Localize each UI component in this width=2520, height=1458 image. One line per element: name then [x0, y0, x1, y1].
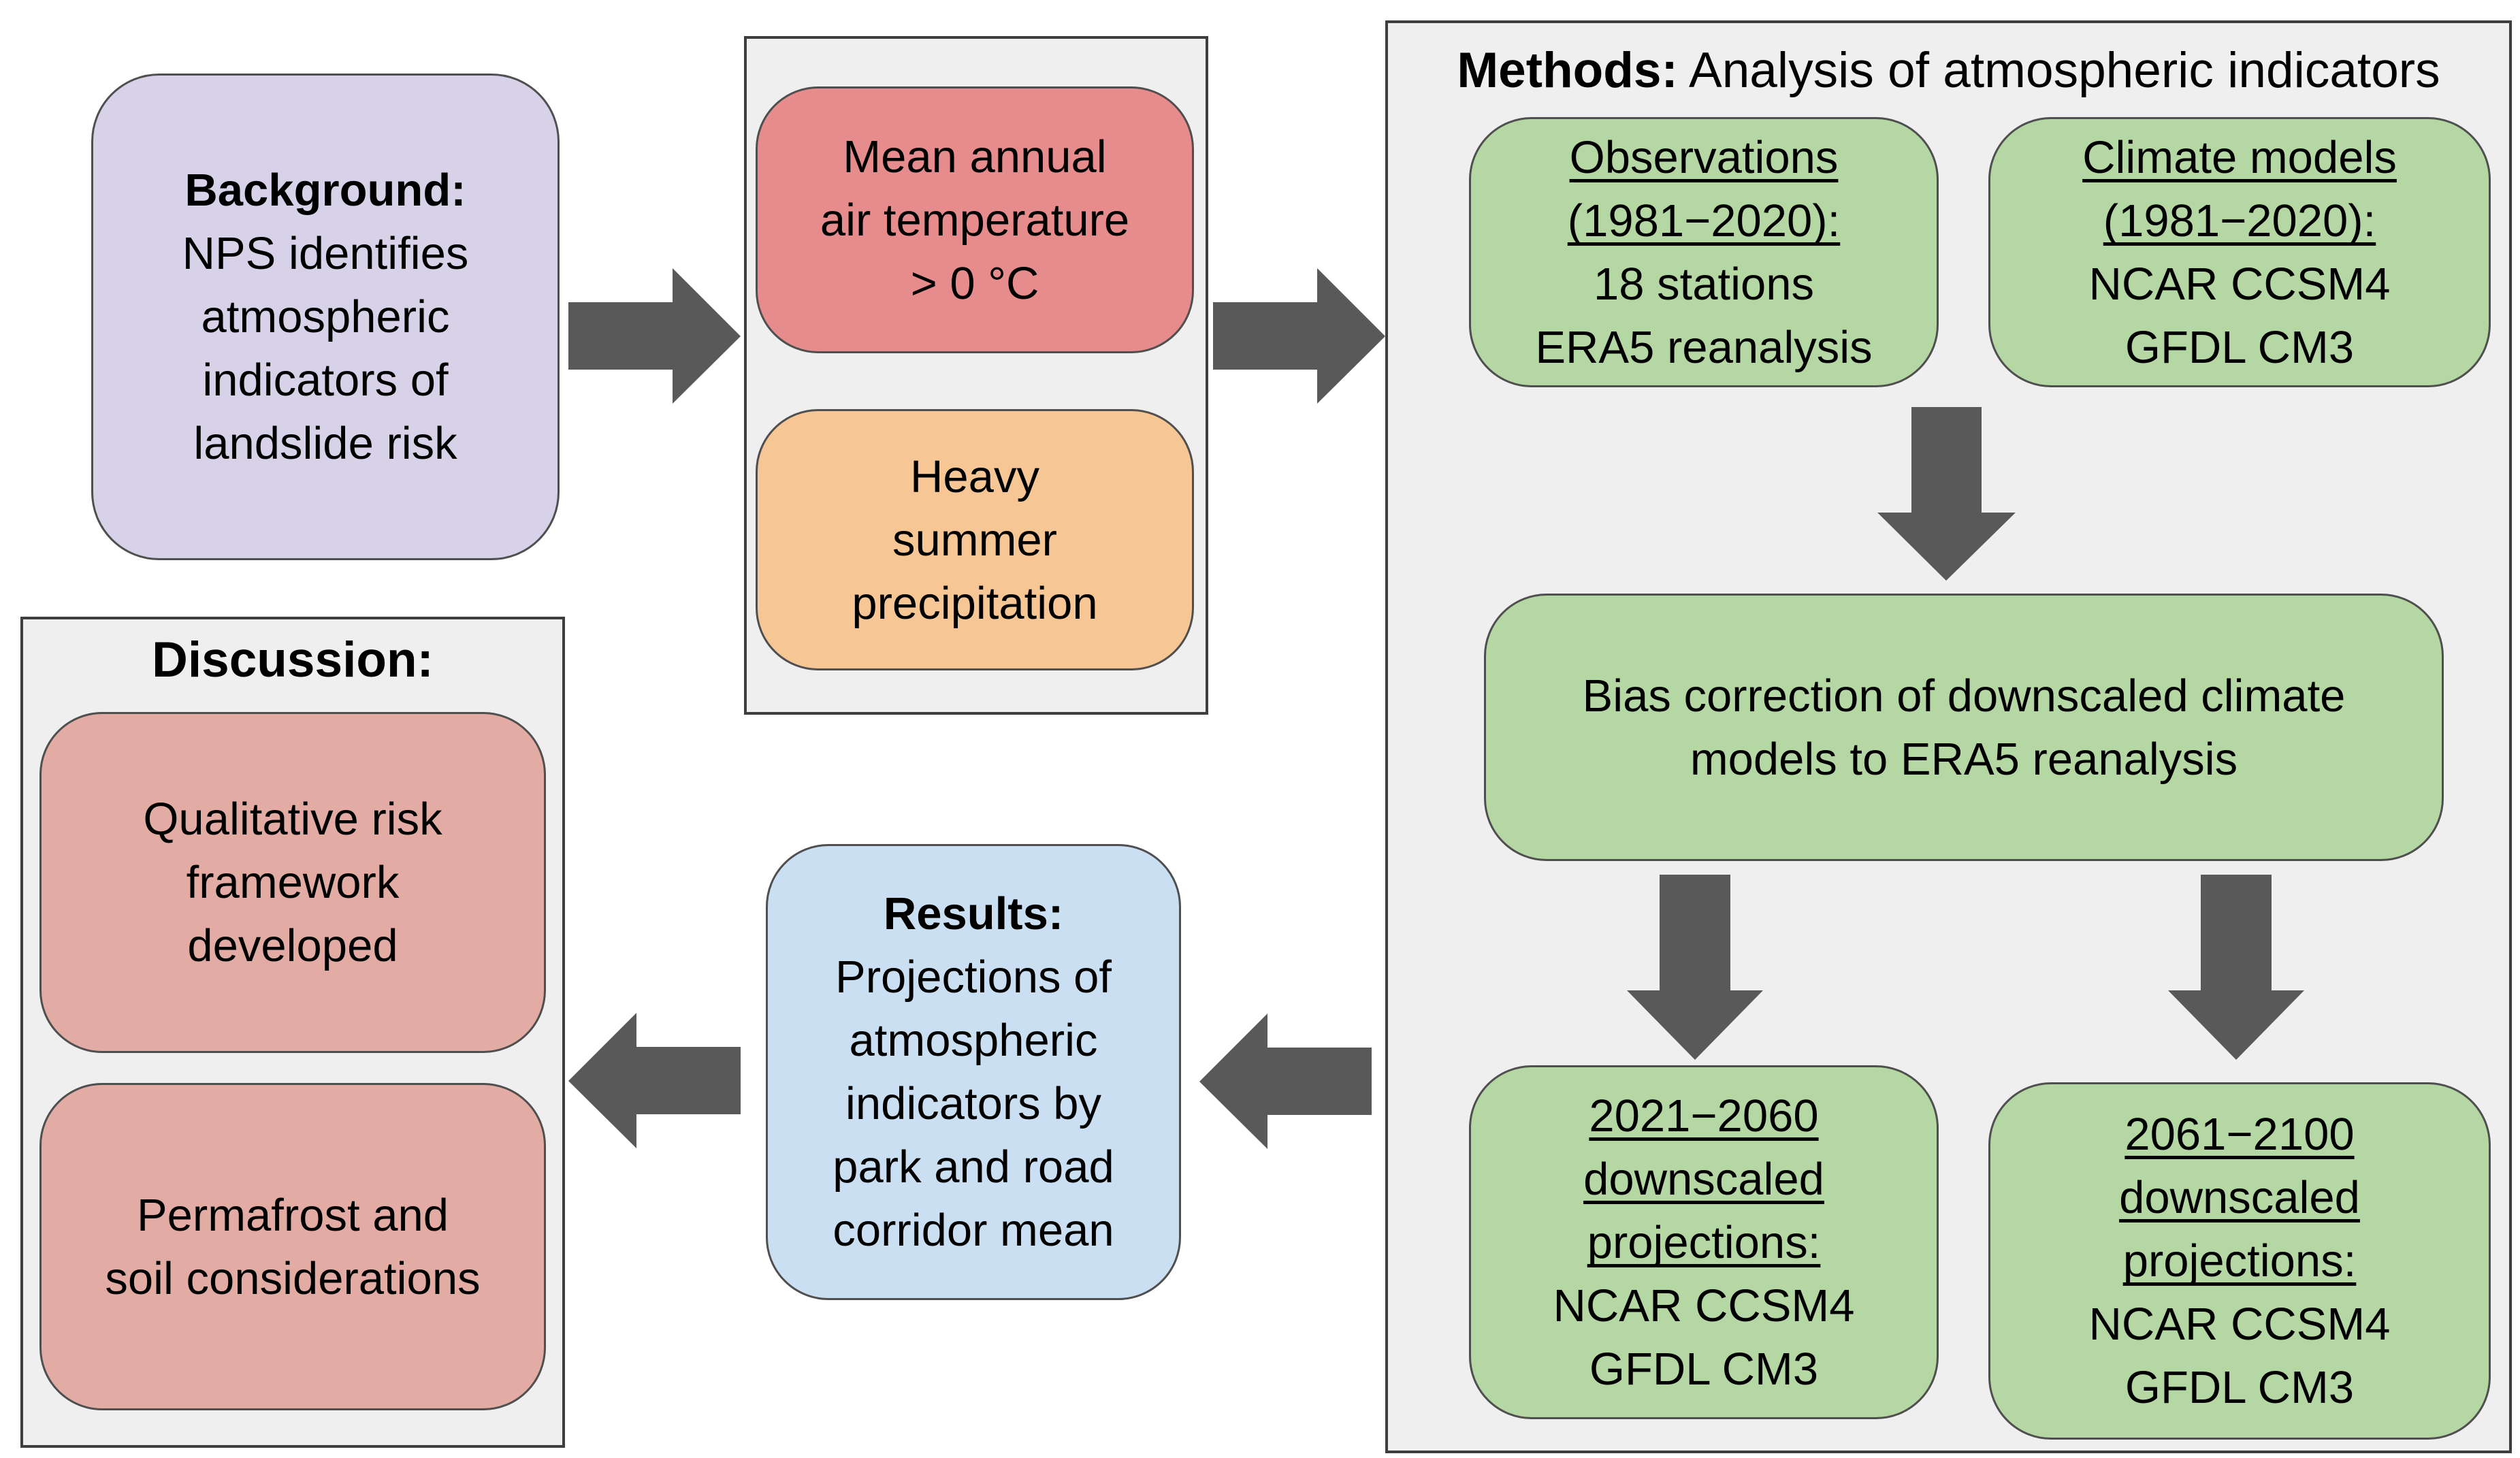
- results-line: park and road: [833, 1141, 1114, 1193]
- arrow-left-icon: [1199, 1014, 1372, 1149]
- temperature-line: Mean annual: [843, 131, 1107, 182]
- methods-title: Methods: Analysis of atmospheric indicat…: [1385, 35, 2512, 106]
- bias-correction-box: Bias correction of downscaled climate mo…: [1484, 594, 2444, 861]
- precipitation-box: Heavy summer precipitation: [756, 409, 1194, 670]
- results-line: Projections of: [835, 952, 1112, 1003]
- climate-models-heading: Climate models: [2082, 131, 2397, 183]
- projections-2021-heading: projections:: [1587, 1216, 1821, 1268]
- qualitative-risk-line: developed: [187, 920, 398, 971]
- projections-2021-line: NCAR CCSM4: [1553, 1280, 1855, 1331]
- temperature-line: > 0 °C: [910, 257, 1039, 309]
- projections-2061-heading: 2061−2100: [2125, 1109, 2355, 1160]
- results-line: indicators by: [845, 1078, 1102, 1129]
- projections-2061-line: NCAR CCSM4: [2088, 1299, 2391, 1350]
- arrow-down-icon: [1627, 875, 1763, 1060]
- qualitative-risk-line: framework: [186, 857, 400, 908]
- results-box: Results: Projections of atmospheric indi…: [766, 844, 1181, 1300]
- observations-heading: Observations: [1569, 131, 1839, 183]
- precipitation-line: Heavy: [910, 451, 1039, 502]
- background-box: Background: NPS identifies atmospheric i…: [91, 74, 560, 560]
- projections-2021-heading: downscaled: [1583, 1153, 1824, 1205]
- climate-models-line: NCAR CCSM4: [2088, 258, 2391, 310]
- permafrost-box: Permafrost and soil considerations: [39, 1083, 546, 1410]
- arrow-left-icon: [568, 1013, 741, 1148]
- arrow-down-icon: [2168, 875, 2304, 1060]
- temperature-line: air temperature: [820, 194, 1130, 246]
- projections-2061-heading: downscaled: [2119, 1172, 2360, 1223]
- bias-correction-line: models to ERA5 reanalysis: [1690, 733, 2238, 785]
- bias-correction-line: Bias correction of downscaled climate: [1582, 670, 2346, 722]
- climate-models-box: Climate models (1981−2020): NCAR CCSM4 G…: [1988, 117, 2491, 387]
- precipitation-line: summer: [892, 514, 1057, 566]
- methods-title-text: Analysis of atmospheric indicators: [1677, 43, 2440, 98]
- background-heading: Background:: [184, 165, 466, 216]
- background-line: atmospheric: [201, 291, 450, 342]
- background-line: NPS identifies: [182, 228, 469, 279]
- observations-line: 18 stations: [1593, 258, 1815, 310]
- projections-2021-line: GFDL CM3: [1589, 1343, 1819, 1395]
- results-line: corridor mean: [833, 1205, 1114, 1256]
- qualitative-risk-line: Qualitative risk: [143, 794, 442, 845]
- climate-models-heading: (1981−2020):: [2103, 195, 2376, 246]
- projections-2021-2060-box: 2021−2060 downscaled projections: NCAR C…: [1469, 1065, 1939, 1419]
- projections-2061-line: GFDL CM3: [2125, 1362, 2355, 1413]
- discussion-title: Discussion:: [152, 632, 434, 687]
- arrow-right-icon: [1213, 268, 1385, 404]
- background-line: indicators of: [202, 355, 449, 406]
- observations-line: ERA5 reanalysis: [1535, 321, 1873, 373]
- methods-title-label: Methods:: [1457, 43, 1678, 98]
- permafrost-line: soil considerations: [105, 1252, 481, 1304]
- precipitation-line: precipitation: [852, 577, 1098, 629]
- observations-heading: (1981−2020):: [1567, 195, 1841, 246]
- projections-2021-heading: 2021−2060: [1589, 1090, 1819, 1141]
- temperature-box: Mean annual air temperature > 0 °C: [756, 86, 1194, 353]
- arrow-right-icon: [568, 268, 741, 404]
- projections-2061-2100-box: 2061−2100 downscaled projections: NCAR C…: [1988, 1082, 2491, 1440]
- background-line: landslide risk: [193, 418, 457, 469]
- results-heading: Results:: [883, 888, 1064, 939]
- observations-box: Observations (1981−2020): 18 stations ER…: [1469, 117, 1939, 387]
- climate-models-line: GFDL CM3: [2125, 321, 2355, 373]
- arrow-down-icon: [1877, 407, 2016, 581]
- qualitative-risk-box: Qualitative risk framework developed: [39, 712, 546, 1053]
- projections-2061-heading: projections:: [2122, 1235, 2357, 1286]
- permafrost-line: Permafrost and: [136, 1189, 449, 1241]
- results-line: atmospheric: [849, 1015, 1098, 1066]
